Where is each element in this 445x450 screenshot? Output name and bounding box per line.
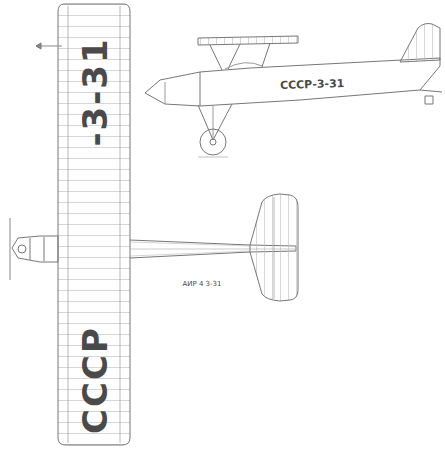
- fuselage-registration: СССР-3-31: [280, 77, 345, 90]
- side-view: [145, 24, 442, 158]
- wing-registration: -3-31: [78, 37, 112, 146]
- wing-registration: СССР: [78, 326, 112, 434]
- drawing-caption: АИР 4 3-31: [182, 281, 221, 288]
- top-view: [10, 4, 298, 445]
